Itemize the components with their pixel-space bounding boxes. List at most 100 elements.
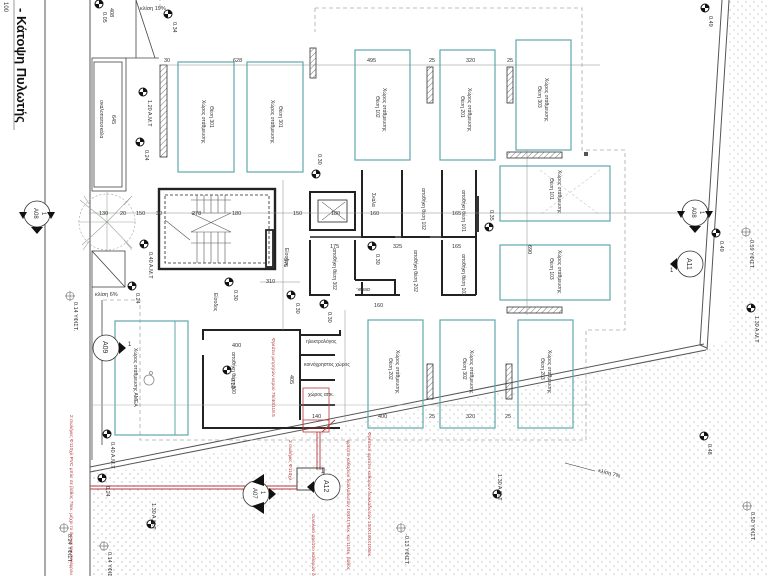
level-marker-icon xyxy=(311,169,321,179)
svg-text:Θέση 201: Θέση 201 xyxy=(459,96,466,118)
section-marker-a07: A07 1 xyxy=(242,474,276,514)
level-marker-icon xyxy=(492,489,502,499)
svg-text:Είσοδος: Είσοδος xyxy=(283,248,289,267)
svg-text:κοινόχρηστος χώρος: κοινόχρηστος χώρος xyxy=(304,361,350,368)
svg-text:0.24: 0.24 xyxy=(143,150,149,161)
svg-text:1.30 Α.Μ.Τ: 1.30 Α.Μ.Τ xyxy=(753,316,759,343)
svg-text:αποθήκη θέση 101: αποθήκη θέση 101 xyxy=(460,190,467,232)
parking-space-accessible xyxy=(114,320,189,436)
scale-text: 100 xyxy=(2,2,8,13)
dimension-texts: 408 30 628 495 25 320 25 645 130 20 150 … xyxy=(99,8,532,420)
svg-text:-0.13 ΥΦΙΣΤ.: -0.13 ΥΦΙΣΤ. xyxy=(403,534,409,565)
svg-text:645: 645 xyxy=(110,115,116,124)
svg-text:-0.59 ΥΦΙΣΤ.: -0.59 ΥΦΙΣΤ. xyxy=(748,238,754,269)
svg-text:Θέση 102: Θέση 102 xyxy=(374,96,381,118)
svg-text:0.30: 0.30 xyxy=(316,154,322,165)
svg-text:25: 25 xyxy=(507,58,513,64)
level-marker-icon xyxy=(94,0,104,9)
level-marker-icon xyxy=(163,9,173,19)
svg-text:αποθήκη θέση 300: αποθήκη θέση 300 xyxy=(230,352,237,394)
tree-icon xyxy=(78,192,136,252)
svg-text:165: 165 xyxy=(452,211,461,217)
svg-text:Χώρος στάθμευσης: Χώρος στάθμευσης xyxy=(543,78,550,122)
level-marker-icon xyxy=(746,303,756,313)
level-marker-icon xyxy=(286,290,296,300)
svg-text:Θέση 301: Θέση 301 xyxy=(208,106,215,128)
level-marker-icon xyxy=(699,431,709,441)
svg-text:400: 400 xyxy=(378,414,387,420)
spot-level-icon xyxy=(99,541,109,551)
spot-levels xyxy=(59,227,752,551)
core-walls xyxy=(309,170,479,296)
level-marker-icon xyxy=(484,222,494,232)
svg-text:Θέση 302: Θέση 302 xyxy=(461,358,468,380)
svg-text:180: 180 xyxy=(232,211,241,217)
svg-text:σκαλοπατοσκάλα: σκαλοπατοσκάλα xyxy=(98,100,105,138)
svg-text:0.35: 0.35 xyxy=(488,210,494,221)
svg-text:A11: A11 xyxy=(685,258,692,270)
svg-text:25: 25 xyxy=(429,414,435,420)
level-marker-icon xyxy=(138,87,148,97)
svg-text:0.49: 0.49 xyxy=(707,16,713,27)
level-marker-icon xyxy=(224,277,234,287)
svg-text:αποθήκη θέση 202: αποθήκη θέση 202 xyxy=(412,250,419,292)
svg-text:2 σωλήνες Φ110χλ: 2 σωλήνες Φ110χλ xyxy=(287,440,294,481)
svg-text:Θέση 303: Θέση 303 xyxy=(536,86,543,108)
section-marker-a08-right: A08 1 xyxy=(677,199,713,233)
svg-text:0.24: 0.24 xyxy=(134,293,140,304)
svg-text:325: 325 xyxy=(393,244,402,250)
columns xyxy=(159,47,588,400)
svg-text:160: 160 xyxy=(374,303,383,309)
parking-space-4 xyxy=(439,49,496,161)
svg-text:150: 150 xyxy=(293,211,302,217)
svg-text:συνολικό φρεάτιο καθαρών διακλ: συνολικό φρεάτιο καθαρών διακλαδωτών 100… xyxy=(310,514,317,576)
level-marker-icon xyxy=(102,429,112,439)
ground-dotted-area xyxy=(90,0,768,576)
dimension-lines xyxy=(90,64,680,420)
svg-text:Φρεατικό φρεάτιο καθαρών διακλ: Φρεατικό φρεάτιο καθαρών διακλαδωτών 100… xyxy=(366,432,373,557)
svg-text:0.30: 0.30 xyxy=(232,290,238,301)
stairwell xyxy=(157,187,277,271)
svg-text:150: 150 xyxy=(136,211,145,217)
level-marker-icon xyxy=(319,299,329,309)
svg-text:Χώρος στάθμευσης: Χώρος στάθμευσης xyxy=(556,250,563,294)
parking-space-5 xyxy=(515,39,572,151)
level-marker-icon xyxy=(135,137,145,147)
svg-text:1.30 Α.Μ.Τ: 1.30 Α.Μ.Τ xyxy=(496,474,502,501)
svg-text:320: 320 xyxy=(466,414,475,420)
svg-text:575: 575 xyxy=(282,258,288,267)
svg-text:130: 130 xyxy=(99,211,108,217)
svg-text:0.49: 0.49 xyxy=(718,241,724,252)
svg-text:Χώρος στάθμευσης: Χώρος στάθμευσης xyxy=(269,100,276,144)
svg-text:0.30: 0.30 xyxy=(229,378,235,389)
svg-text:0.30: 0.30 xyxy=(326,312,332,323)
svg-text:A08: A08 xyxy=(32,208,38,219)
left-strip xyxy=(91,0,159,460)
svg-text:25: 25 xyxy=(505,414,511,420)
svg-text:Χώρος στάθμευσης: Χώρος στάθμευσης xyxy=(556,170,563,214)
spot-level-icon xyxy=(65,291,75,301)
room-labels: αποθήκη θέση 302 αποθήκη θέση 202 αποθήκ… xyxy=(98,100,467,398)
svg-text:A09: A09 xyxy=(101,341,108,354)
svg-text:Θέση 101: Θέση 101 xyxy=(548,178,555,200)
red-annotations: 2 σωλήνες Φ110χλ PVC μπλε σε βάθος 75εκ.… xyxy=(68,338,373,576)
svg-text:Χώρος στάθμευσης: Χώρος στάθμευσης xyxy=(381,88,388,132)
svg-text:310: 310 xyxy=(266,279,275,285)
svg-text:Χώρος στάθμευσης: Χώρος στάθμευσης xyxy=(468,350,475,394)
svg-text:180: 180 xyxy=(331,211,340,217)
svg-text:1: 1 xyxy=(259,491,265,495)
svg-text:30: 30 xyxy=(156,211,162,217)
wheelchair-icon xyxy=(143,371,155,386)
level-marker-icon xyxy=(127,281,137,291)
section-marker-a08-left: A08 1 xyxy=(19,200,55,234)
section-markers: A08 1 A08 1 A11 1 A09 1 A07 1 xyxy=(19,199,713,514)
svg-text:Θέση 103: Θέση 103 xyxy=(548,258,555,280)
svg-text:1.20 Α.Μ.Τ: 1.20 Α.Μ.Τ xyxy=(146,100,152,127)
parking-spaces xyxy=(114,39,611,436)
svg-text:Χώρος στάθμευσης: Χώρος στάθμευσης xyxy=(200,100,207,144)
svg-text:160: 160 xyxy=(370,211,379,217)
svg-text:320: 320 xyxy=(466,58,475,64)
title-text: - Κάτοψη Πυλωτής xyxy=(14,8,29,123)
spot-level-icon xyxy=(741,227,751,237)
parking-space-8 xyxy=(367,319,424,429)
